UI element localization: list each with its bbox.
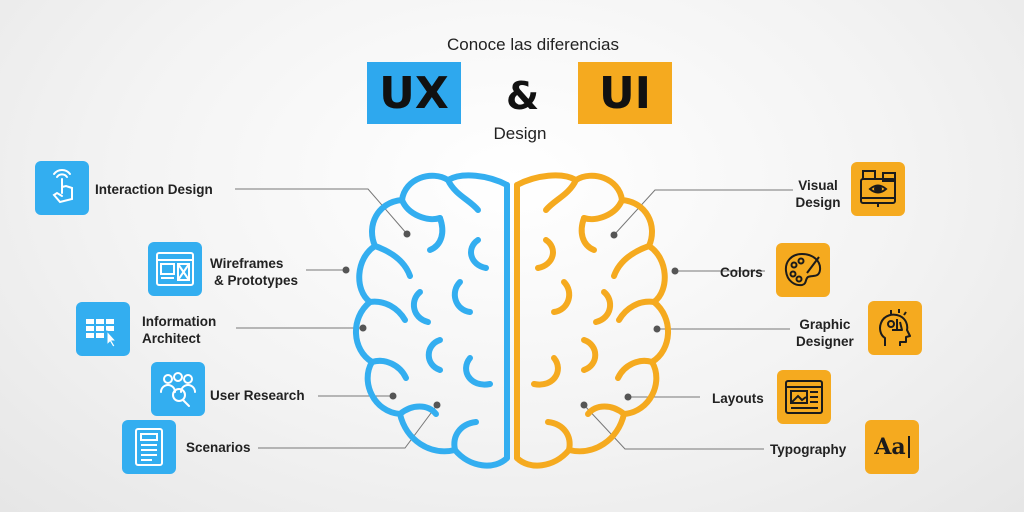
scenarios-icon-box	[122, 420, 176, 474]
label-wireframes-l2: & Prototypes	[214, 273, 299, 288]
user-research-icon-box	[151, 362, 205, 416]
label-colors-l1: Colors	[720, 265, 763, 280]
connector-typography	[583, 404, 764, 450]
label-wireframes-l1: Wireframes	[210, 256, 284, 271]
label-graphic-designer: Graphic Designer	[796, 316, 854, 350]
label-interaction-design-l1: Interaction Design	[95, 182, 213, 197]
layout-icon	[785, 380, 823, 414]
header-title: Conoce las diferencias	[447, 35, 619, 54]
document-icon	[135, 428, 163, 466]
label-user-research: User Research	[210, 387, 305, 404]
label-information-architect-l1: Information	[142, 314, 217, 329]
wireframes-icon-box	[148, 242, 202, 296]
brain-right-hemisphere	[514, 172, 671, 469]
connector-dots	[342, 230, 679, 409]
wireframe-icon	[156, 252, 194, 286]
grid-cursor-icon	[86, 319, 118, 347]
typography-glyph: Aa	[874, 434, 906, 460]
ui-badge: UI	[578, 62, 672, 124]
label-colors: Colors	[720, 264, 763, 281]
label-visual-design-l1: Visual	[798, 178, 838, 193]
connector-lines	[235, 188, 793, 450]
header-subtitle: Design	[493, 124, 547, 143]
visual-design-icon-box	[851, 162, 905, 216]
users-search-icon	[160, 372, 196, 407]
ampersand: &	[506, 74, 540, 118]
label-wireframes: Wireframes & Prototypes	[210, 255, 298, 289]
typography-icon-box: Aa	[865, 420, 919, 474]
colors-icon-box	[776, 243, 830, 297]
label-layouts-l1: Layouts	[712, 391, 764, 406]
visual-design-icon	[860, 170, 896, 207]
label-visual-design: Visual Design	[790, 177, 846, 211]
label-typography: Typography	[770, 441, 846, 458]
label-typography-l1: Typography	[770, 442, 847, 457]
label-information-architect-l2: Architect	[142, 331, 201, 346]
label-graphic-designer-l1: Graphic	[799, 317, 851, 332]
label-layouts: Layouts	[712, 390, 764, 407]
connector-scenarios	[258, 404, 438, 449]
connector-interaction-design	[235, 188, 408, 235]
label-scenarios: Scenarios	[186, 439, 251, 456]
brain-left-hemisphere	[353, 172, 510, 469]
interaction-design-icon-box	[35, 161, 89, 215]
information-architect-icon-box	[76, 302, 130, 356]
layouts-icon-box	[777, 370, 831, 424]
touch-icon	[52, 169, 73, 204]
connector-visual-design	[613, 189, 793, 236]
label-scenarios-l1: Scenarios	[186, 440, 251, 455]
graphic-designer-icon-box	[868, 301, 922, 355]
label-interaction-design: Interaction Design	[95, 181, 213, 198]
label-visual-design-l2: Design	[795, 195, 841, 210]
ux-badge: UX	[367, 62, 461, 124]
typography-icon: Aa	[874, 434, 910, 460]
label-user-research-l1: User Research	[210, 388, 305, 403]
palette-icon	[784, 252, 822, 287]
creative-head-icon	[879, 309, 911, 346]
label-graphic-designer-l2: Designer	[796, 334, 854, 349]
label-information-architect: Information Architect	[142, 313, 216, 347]
